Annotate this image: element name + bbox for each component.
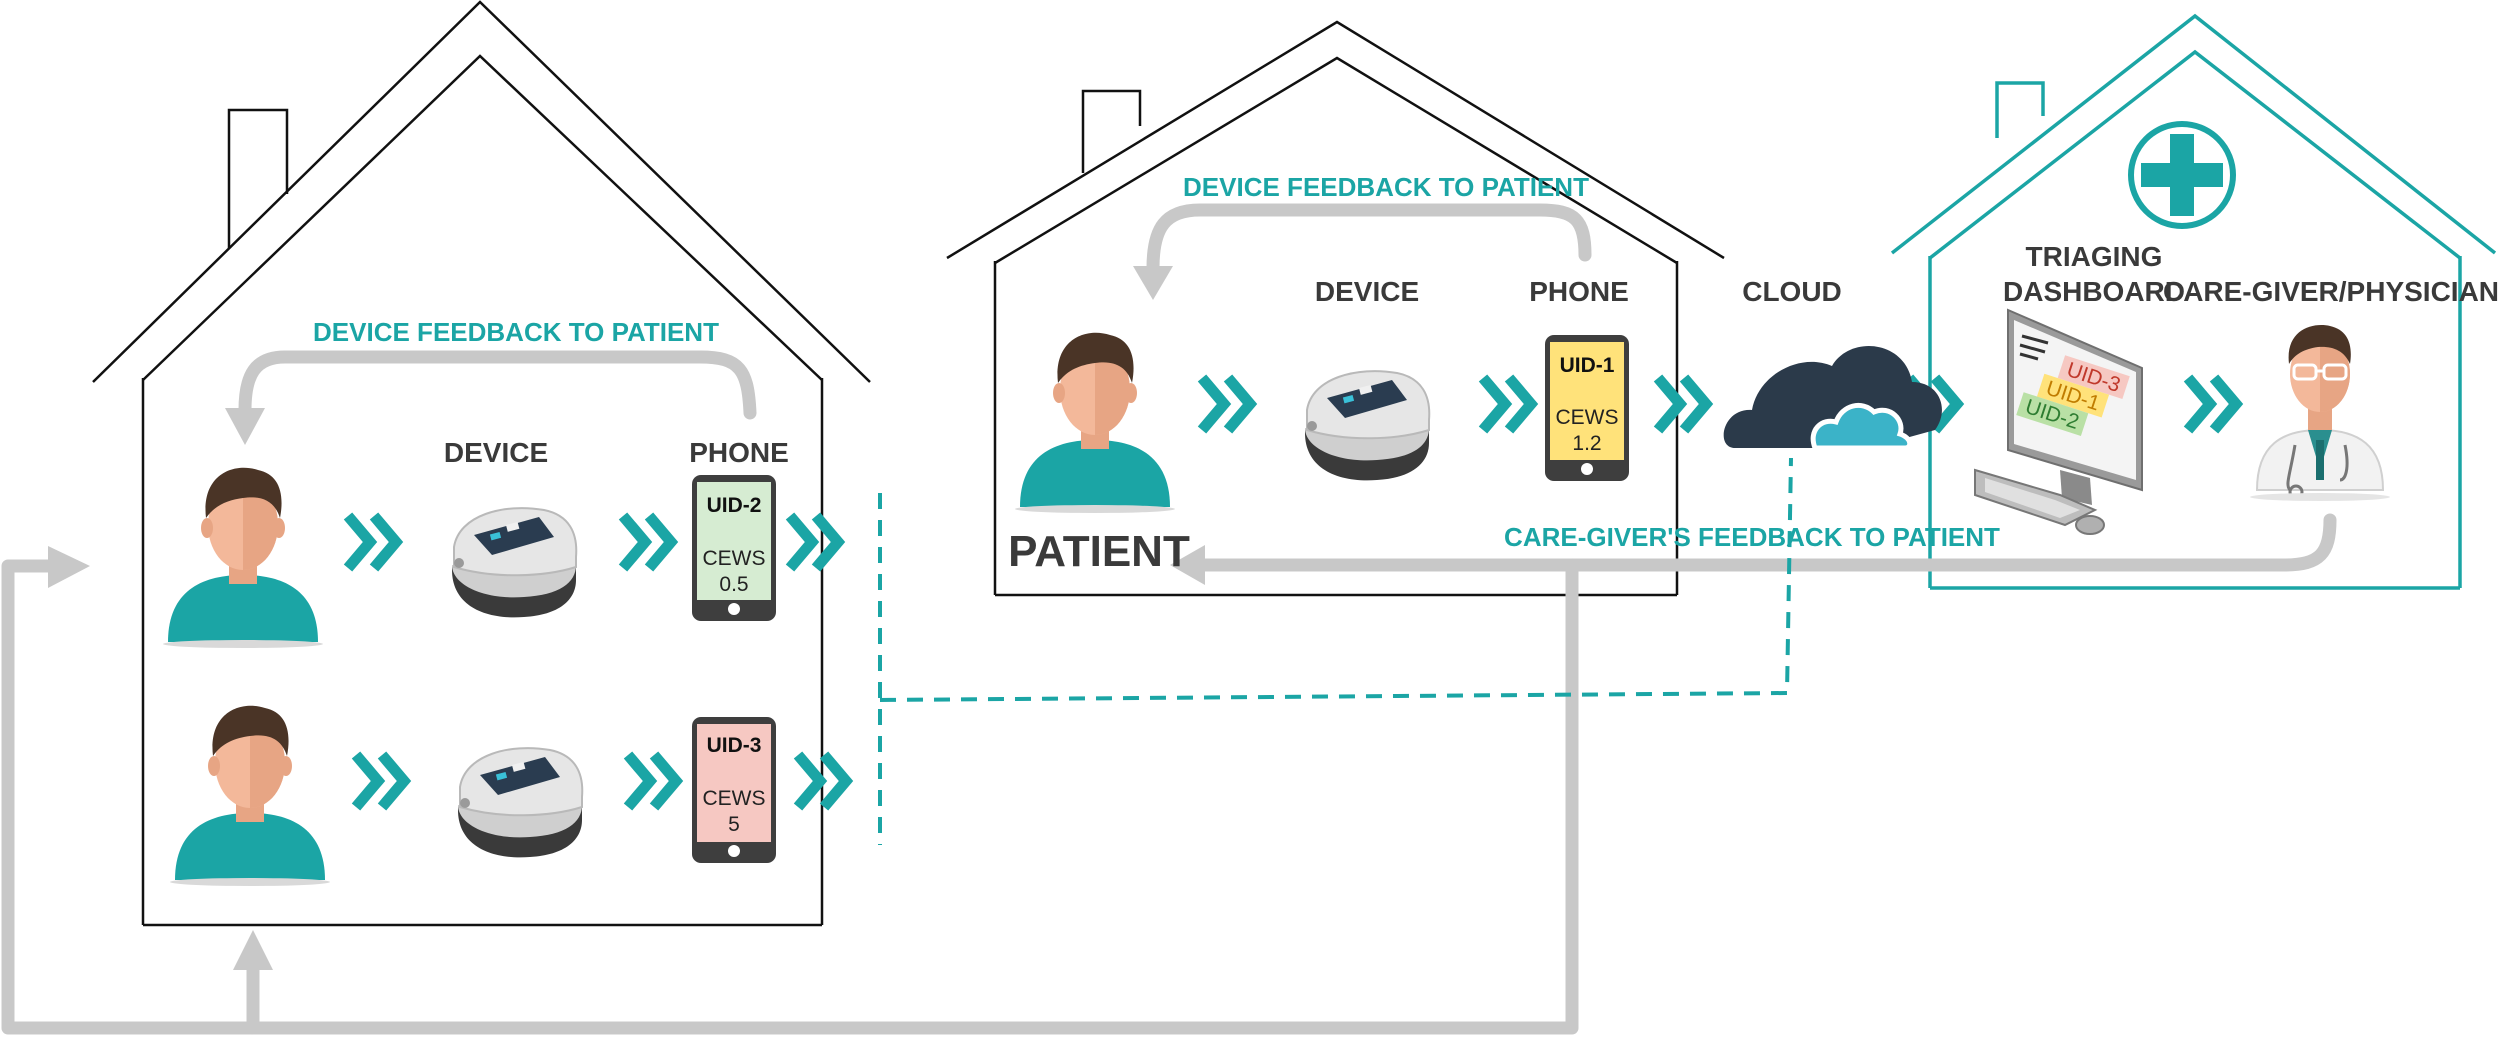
phone-uid: UID-1: [1560, 354, 1615, 377]
patient-icon: [1015, 332, 1175, 513]
left-house: [92, 0, 871, 927]
phone-metric: CEWS: [1556, 406, 1619, 429]
phone-metric: CEWS: [703, 787, 766, 810]
triaging-label-line2: DASHBOARD: [2003, 276, 2185, 307]
flow-chevrons: [348, 378, 2236, 807]
pulse-oximeter-icon: [457, 747, 584, 859]
pulse-oximeter-icon: [1304, 370, 1431, 482]
double-chevron-icon: [1202, 378, 1250, 430]
patient-icon: [170, 705, 330, 886]
cloud-label: CLOUD: [1742, 276, 1842, 307]
doctor-icon: [2250, 325, 2390, 501]
device-feedback-label: DEVICE FEEDBACK TO PATIENT: [1183, 172, 1589, 202]
phone-value: 1.2: [1572, 432, 1601, 455]
hospital-house: [1890, 13, 2497, 590]
double-chevron-icon: [628, 755, 676, 807]
phone-value: 0.5: [719, 573, 748, 596]
double-chevron-icon: [356, 755, 404, 807]
double-chevron-icon: [1658, 378, 1706, 430]
double-chevron-icon: [2188, 378, 2236, 430]
middle-house: [946, 20, 1725, 597]
medical-cross-icon: [2128, 121, 2236, 229]
double-chevron-icon: [1483, 378, 1531, 430]
phone-label: PHONE: [689, 437, 789, 468]
cloud-icon: [1723, 346, 1942, 451]
device-label: DEVICE: [444, 437, 548, 468]
caregiver-feedback-label: CARE-GIVER'S FEEDBACK TO PATIENT: [1504, 522, 2000, 552]
phone-value: 5: [728, 813, 740, 836]
feedback-arrowheads: [48, 266, 1205, 970]
device-feedback-label: DEVICE FEEDBACK TO PATIENT: [313, 317, 719, 347]
double-chevron-icon: [348, 516, 396, 568]
phone-uid: UID-2: [707, 494, 762, 517]
pulse-oximeter-icon: [451, 507, 578, 619]
phone-uid3: UID-3 CEWS 5: [692, 717, 776, 863]
patient-icon: [163, 467, 323, 648]
phone-metric: CEWS: [703, 547, 766, 570]
computer-monitor-icon: UID-3 UID-1 UID-2: [1974, 308, 2143, 535]
phone-uid: UID-3: [707, 734, 762, 757]
phone-uid1: UID-1 CEWS 1.2: [1545, 335, 1629, 481]
phone-uid2: UID-2 CEWS 0.5: [692, 475, 776, 621]
double-chevron-icon: [790, 516, 838, 568]
patient-label: PATIENT: [1008, 527, 1190, 576]
device-label: DEVICE: [1315, 276, 1419, 307]
caregiver-label: CARE-GIVER/PHYSICIAN: [2163, 276, 2499, 307]
double-chevron-icon: [623, 516, 671, 568]
feedback-arrows: [1, 203, 2337, 1035]
data-upload-lines: [878, 457, 1793, 845]
triaging-label-line1: TRIAGING: [2026, 241, 2163, 272]
phone-label: PHONE: [1529, 276, 1629, 307]
